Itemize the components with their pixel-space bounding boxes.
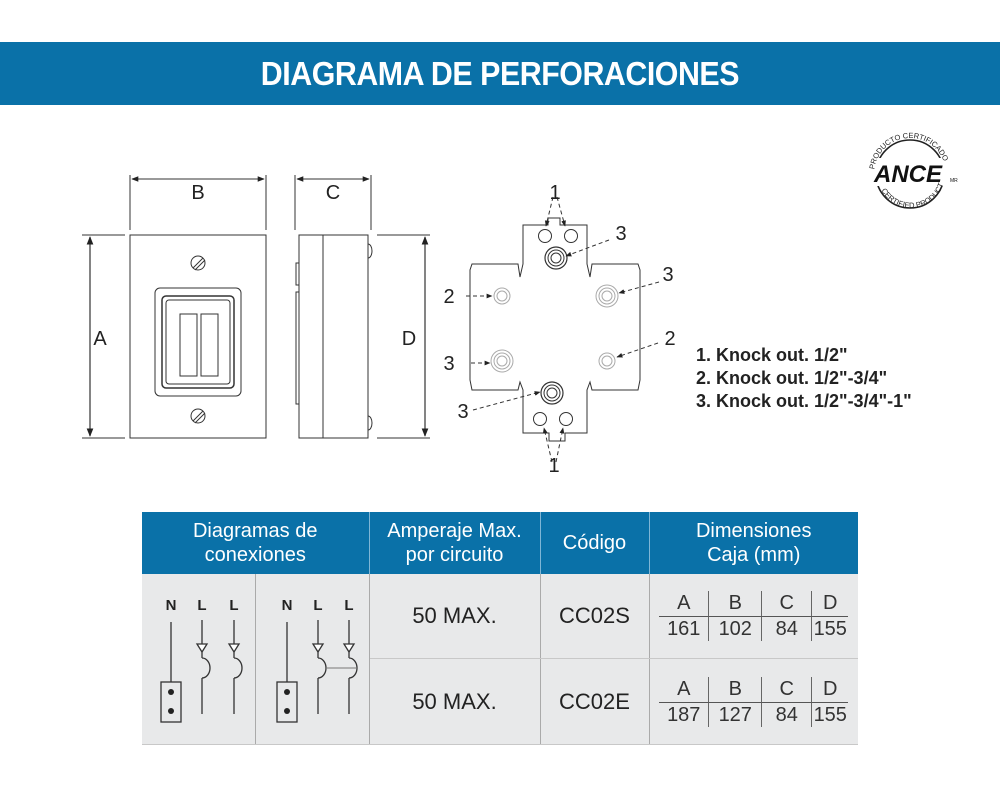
header-amperage: Amperaje Max. por circuito [369,512,541,574]
dimensions-cell: A B C D 187 127 84 155 [649,658,858,745]
side-view [294,175,430,439]
svg-text:1: 1 [549,182,560,204]
code-cell: CC02S [540,574,650,660]
knockout-legend: 1. Knock out. 1/2" 2. Knock out. 1/2"-3/… [696,344,912,413]
ance-certification-logo: PRODUCTO CERTIFICADO CERTIFIED PRODUCT A… [867,131,958,210]
logo-brand: ANCE [873,161,943,188]
amperage-cell: 50 MAX. [369,574,541,660]
dimensions-cell: A B C D 161 102 84 155 [649,574,858,660]
svg-text:N: N [166,597,177,614]
front-view [82,175,267,439]
header-code: Código [540,512,650,574]
svg-text:2: 2 [664,328,675,350]
svg-text:1: 1 [548,455,559,477]
legend-item: 2. Knock out. 1/2"-3/4" [696,368,888,388]
knockout-plate [466,196,660,463]
svg-text:C: C [326,182,340,204]
legend-item: 3. Knock out. 1/2"-3/4"-1" [696,391,912,411]
diagram-single-pole: N L L [142,574,256,745]
svg-text:3: 3 [662,264,673,286]
svg-text:3: 3 [443,353,454,375]
table-row: N L L [142,574,858,745]
title-banner: DIAGRAMA DE PERFORACIONES [0,42,1000,105]
specs-table: Diagramas de conexiones Amperaje Max. po… [142,512,858,745]
svg-text:L: L [229,597,238,614]
svg-text:3: 3 [615,223,626,245]
svg-text:2: 2 [443,286,454,308]
svg-text:A: A [93,328,107,350]
svg-text:N: N [281,597,292,614]
svg-text:3: 3 [457,401,468,423]
legend-item: 1. Knock out. 1/2" [696,345,848,365]
table-row: 50 MAX. CC02E A B C D 187 127 84 155 [142,658,858,745]
svg-text:L: L [313,597,322,614]
svg-text:MR: MR [950,178,958,184]
diagram-two-pole: N L L [255,574,370,745]
technical-drawing: B A C D [82,175,676,477]
header-diagrams: Diagramas de conexiones [142,512,370,574]
svg-text:B: B [191,182,204,204]
code-cell: CC02E [540,658,650,745]
svg-text:L: L [197,597,206,614]
header-dimensions: Dimensiones Caja (mm) [649,512,858,574]
svg-text:D: D [402,328,416,350]
page-title: DIAGRAMA DE PERFORACIONES [260,54,740,92]
amperage-cell: 50 MAX. [369,658,541,745]
svg-text:L: L [344,597,353,614]
